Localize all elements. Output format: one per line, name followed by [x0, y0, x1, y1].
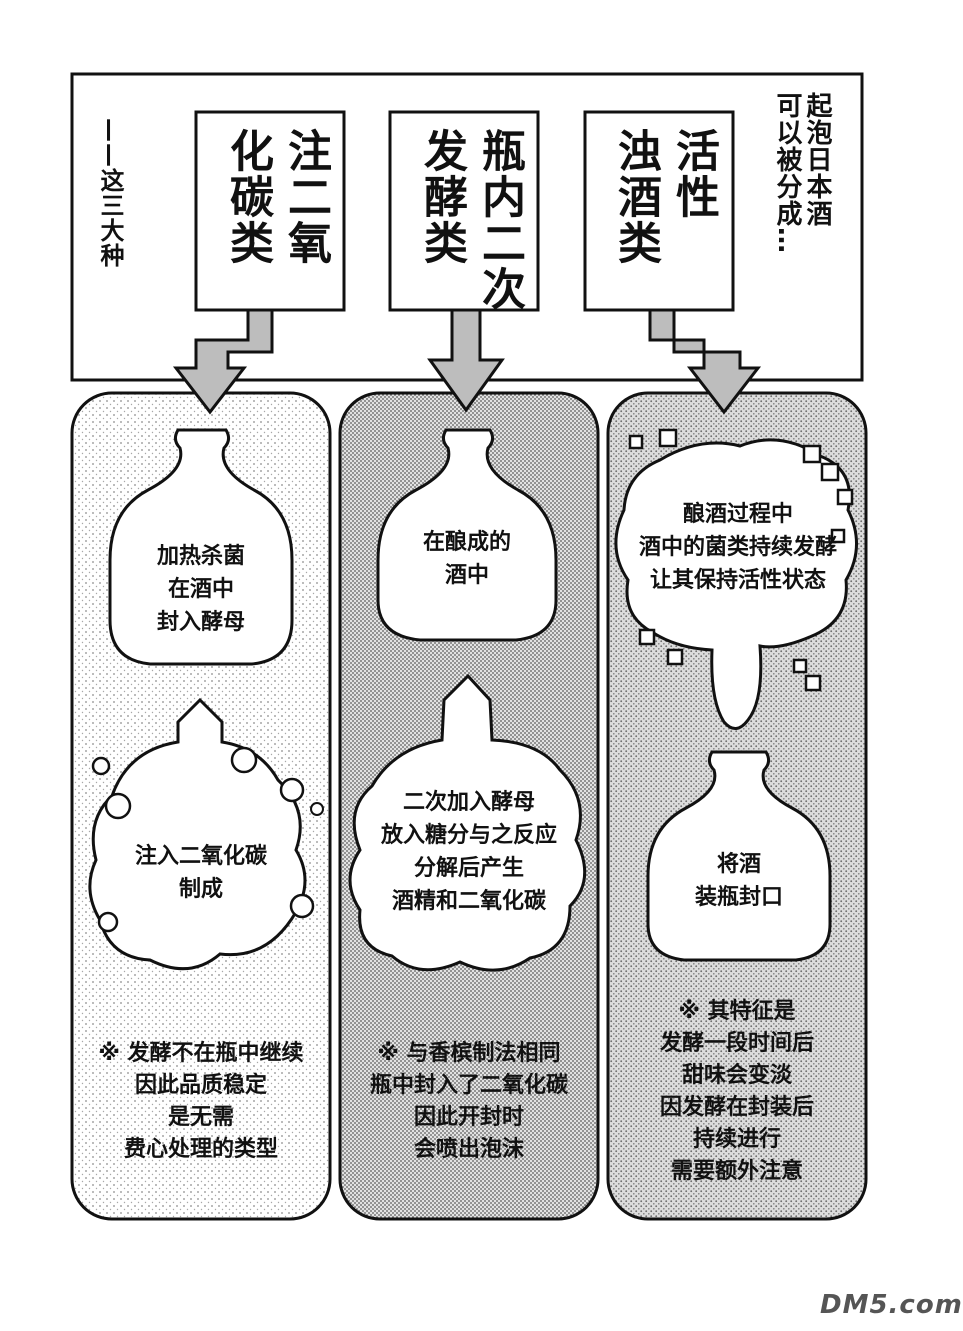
bubble-icon: [104, 792, 132, 820]
square-sparkle-icon: [666, 648, 684, 666]
arrow-icon: [427, 308, 505, 413]
category-box-carbonated: [194, 110, 346, 312]
square-sparkle-icon: [836, 488, 854, 506]
column-1-step1-text: 加热杀菌 在酒中 封入酵母: [156, 544, 245, 635]
category-label-bottle-fermented: 瓶内二次 发酵类: [416, 128, 525, 312]
category-box-active: [583, 110, 735, 312]
diagram-art: [70, 72, 868, 1221]
column-1-note-text: ※ 发酵不在瓶中继续 因此品质稳定 是无需 费心处理的类型: [98, 1041, 304, 1162]
column-1-step2-text: 注入二氧化碳 制成: [134, 844, 267, 902]
bubble-icon: [230, 746, 258, 774]
bubble-icon: [310, 802, 324, 816]
bottle-shape-3: [646, 750, 832, 962]
fermentation-cloud-2: [348, 673, 587, 972]
column-2-step1-text: 在酿成的 酒中: [422, 530, 511, 588]
square-sparkle-icon: [804, 674, 822, 692]
bubble-icon: [91, 756, 111, 776]
column-3-step1-text: 酿酒过程中 酒中的菌类持续发酵 让其保持活性状态: [638, 502, 837, 593]
manga-page: 起泡日本酒 可以被分成… ——这三大种 活性 浊酒类 瓶内二次 发酵类 注二氧 …: [70, 72, 962, 1320]
square-sparkle-icon: [628, 434, 644, 450]
square-sparkle-icon: [820, 462, 840, 482]
square-sparkle-icon: [658, 428, 678, 448]
square-sparkle-icon: [830, 528, 846, 544]
column-3-note-text: ※ 其特征是 发酵一段时间后 甜味会变淡 因发酵在封装后 持续进行 需要额外注意: [659, 999, 814, 1184]
arrow-icon: [648, 308, 762, 415]
bottle-shape-1: [108, 428, 294, 666]
column-2-note-text: ※ 与香槟制法相同 瓶中封入了二氧化碳 因此开封时 会喷出泡沫: [369, 1041, 568, 1162]
column-3-step2-text: 将酒 装瓶封口: [694, 852, 783, 910]
category-label-active: 活性 浊酒类: [610, 128, 719, 266]
bottle-shape-2: [376, 428, 558, 642]
arrow-icon: [172, 308, 274, 415]
intro-text: 起泡日本酒 可以被分成…: [772, 92, 832, 254]
column-2-step2-text: 二次加入酵母 放入糖分与之反应 分解后产生 酒精和二氧化碳: [380, 790, 557, 914]
square-sparkle-icon: [638, 628, 656, 646]
bubble-icon: [279, 777, 305, 803]
outro-text: ——这三大种: [96, 118, 124, 268]
category-label-carbonated: 注二氧 化碳类: [222, 128, 331, 266]
square-sparkle-icon: [792, 658, 808, 674]
square-sparkle-icon: [802, 444, 822, 464]
watermark: DM5.com: [820, 1290, 963, 1320]
category-box-bottle-fermented: [388, 110, 540, 312]
bubble-icon: [97, 911, 119, 933]
bubble-icon: [289, 893, 315, 919]
